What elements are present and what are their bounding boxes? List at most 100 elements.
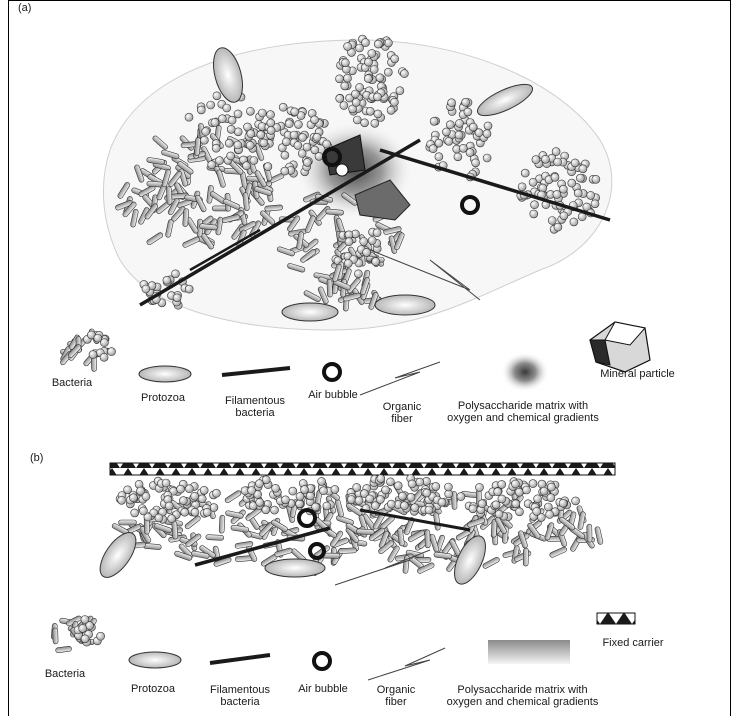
coccus-cell xyxy=(197,106,205,114)
legend-b-polysaccharide-label: Polysaccharide matrix with oxygen and ch… xyxy=(430,684,615,708)
coccus-cell xyxy=(285,120,293,128)
coccus-cell xyxy=(234,110,242,118)
coccus-cell xyxy=(185,285,193,293)
coccus-cell xyxy=(469,123,477,131)
coccus-cell xyxy=(267,126,275,134)
coccus-cell xyxy=(483,154,491,162)
fixed-carrier xyxy=(110,463,615,475)
legend-b-bacteria-label: Bacteria xyxy=(35,668,95,680)
polysaccharide-legend-icon xyxy=(488,640,570,664)
coccus-cell xyxy=(542,155,550,163)
coccus-cell xyxy=(498,480,506,488)
coccus-cell xyxy=(559,185,567,193)
coccus-cell xyxy=(108,348,116,356)
coccus-cell xyxy=(592,175,600,183)
rod-cell xyxy=(172,521,178,539)
protozoa-legend-icon xyxy=(139,366,191,382)
coccus-cell xyxy=(548,217,556,225)
organic-fiber xyxy=(335,550,430,585)
coccus-cell xyxy=(374,93,382,101)
coccus-cell xyxy=(311,116,319,124)
coccus-cell xyxy=(303,158,311,166)
rod-cell xyxy=(425,530,431,548)
coccus-cell xyxy=(454,153,462,161)
coccus-cell xyxy=(100,353,108,361)
panel-b-label: (b) xyxy=(30,452,43,464)
coccus-cell xyxy=(124,486,132,494)
coccus-cell xyxy=(282,138,290,146)
coccus-cell xyxy=(387,106,395,114)
coccus-cell xyxy=(386,478,394,486)
coccus-cell xyxy=(462,98,470,106)
coccus-cell xyxy=(243,162,251,170)
protozoa xyxy=(265,559,325,577)
coccus-cell xyxy=(227,152,235,160)
legend-organic-fiber-label: Organic fiber xyxy=(372,401,432,425)
coccus-cell xyxy=(544,503,552,511)
coccus-cell xyxy=(89,351,97,359)
coccus-cell xyxy=(131,509,139,517)
coccus-cell xyxy=(168,515,176,523)
coccus-cell xyxy=(344,259,352,267)
rod-cell xyxy=(183,208,189,226)
coccus-cell xyxy=(181,508,189,516)
rod-cell xyxy=(336,515,355,526)
coccus-cell xyxy=(570,218,578,226)
coccus-cell xyxy=(213,92,221,100)
coccus-cell xyxy=(299,133,307,141)
coccus-cell xyxy=(202,128,210,136)
rod-cell xyxy=(523,548,528,566)
coccus-cell xyxy=(200,486,208,494)
rod-cell xyxy=(119,520,137,525)
coccus-cell xyxy=(495,510,503,518)
coccus-cell xyxy=(416,478,424,486)
legend-protozoa-label: Protozoa xyxy=(128,392,198,404)
coccus-cell xyxy=(163,276,171,284)
coccus-cell xyxy=(532,156,540,164)
coccus-cell xyxy=(323,502,331,510)
coccus-cell xyxy=(576,174,584,182)
coccus-cell xyxy=(352,98,360,106)
coccus-cell xyxy=(445,137,453,145)
coccus-cell xyxy=(472,159,480,167)
coccus-cell xyxy=(377,475,385,483)
coccus-cell xyxy=(572,497,580,505)
coccus-cell xyxy=(387,500,395,508)
coccus-cell xyxy=(411,504,419,512)
coccus-cell xyxy=(376,74,384,82)
coccus-cell xyxy=(331,485,339,493)
coccus-cell xyxy=(191,508,199,516)
coccus-cell xyxy=(298,150,306,158)
coccus-cell xyxy=(494,488,502,496)
bacteria-legend-icon xyxy=(51,615,104,653)
biofilm-b xyxy=(93,463,615,589)
coccus-cell xyxy=(97,632,105,640)
coccus-cell xyxy=(547,494,555,502)
coccus-cell xyxy=(372,258,380,266)
coccus-cell xyxy=(442,128,450,136)
legend-air-bubble-label: Air bubble xyxy=(298,389,368,401)
filamentous-legend-icon xyxy=(210,655,270,663)
coccus-cell xyxy=(291,108,299,116)
coccus-cell xyxy=(559,499,567,507)
coccus-cell xyxy=(323,140,331,148)
rod-cell xyxy=(335,499,344,518)
coccus-cell xyxy=(432,482,440,490)
legend-bacteria-label: Bacteria xyxy=(42,377,102,389)
rod-cell xyxy=(433,512,440,530)
coccus-cell xyxy=(246,141,254,149)
fixed-carrier-legend-icon xyxy=(597,613,635,624)
coccus-cell xyxy=(391,55,399,63)
coccus-cell xyxy=(574,189,582,197)
legend-b-air-bubble-label: Air bubble xyxy=(288,683,358,695)
coccus-cell xyxy=(529,178,537,186)
coccus-cell xyxy=(400,502,408,510)
coccus-cell xyxy=(81,616,89,624)
rod-cell xyxy=(166,186,172,204)
coccus-cell xyxy=(137,487,145,495)
rod-cell xyxy=(231,525,250,533)
coccus-cell xyxy=(547,483,555,491)
coccus-cell xyxy=(347,496,355,504)
legend-b-icons xyxy=(51,613,635,680)
air-bubble xyxy=(336,164,348,176)
